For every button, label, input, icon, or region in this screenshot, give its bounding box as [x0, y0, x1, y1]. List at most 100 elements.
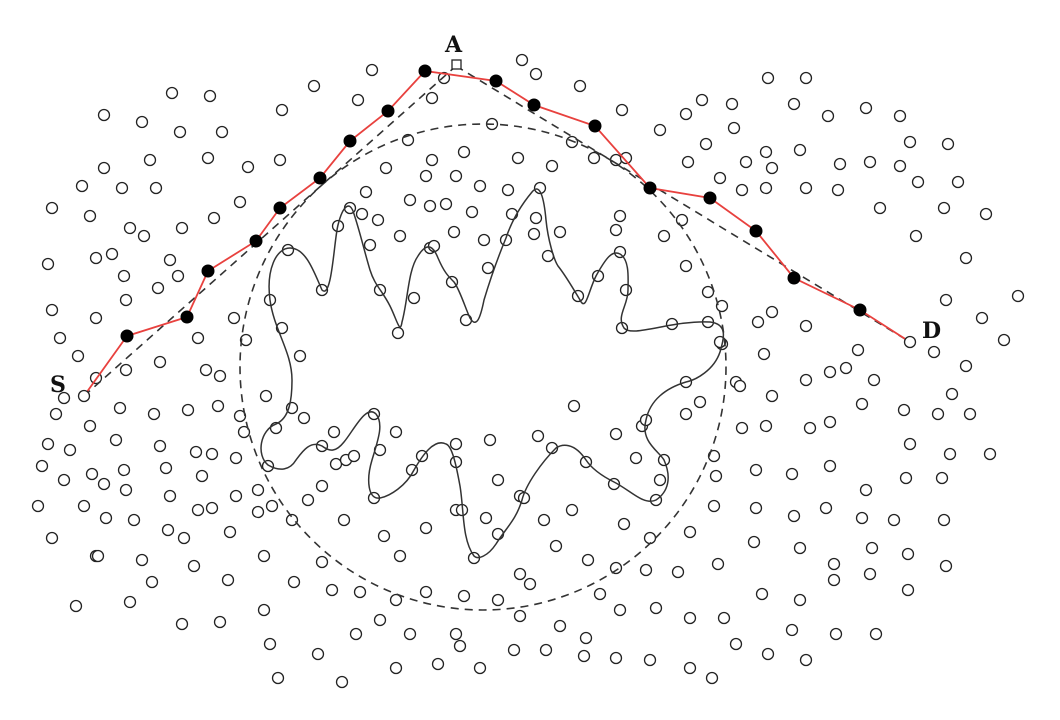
sensor-node	[831, 183, 845, 197]
sensor-node	[351, 93, 365, 107]
sensor-node	[213, 369, 227, 383]
route-node	[853, 303, 867, 317]
sensor-node	[263, 637, 277, 651]
sensor-node	[855, 511, 869, 525]
sensor-node	[959, 251, 973, 265]
source-node	[77, 389, 91, 403]
sensor-node	[793, 593, 807, 607]
sensor-node	[567, 399, 581, 413]
sensor-node	[609, 651, 623, 665]
sensor-node	[491, 593, 505, 607]
void-boundary-node	[613, 245, 627, 259]
sensor-node	[143, 153, 157, 167]
sensor-node	[679, 259, 693, 273]
sensor-node	[931, 407, 945, 421]
sensor-node	[613, 209, 627, 223]
sensor-node	[177, 531, 191, 545]
sensor-node	[57, 473, 71, 487]
sensor-node	[275, 103, 289, 117]
sensor-node	[287, 575, 301, 589]
sensor-node	[151, 281, 165, 295]
void-boundary-node	[261, 459, 275, 473]
route-node	[273, 201, 287, 215]
route-node	[588, 119, 602, 133]
sensor-node	[859, 101, 873, 115]
void-boundary-node	[533, 181, 547, 195]
route-node	[343, 134, 357, 148]
sensor-node	[833, 157, 847, 171]
sensor-node	[619, 151, 633, 165]
sensor-node	[545, 159, 559, 173]
sensor-node	[513, 567, 527, 581]
sensor-node	[979, 207, 993, 221]
sensor-node	[449, 169, 463, 183]
sensor-node	[617, 517, 631, 531]
sensor-node	[529, 67, 543, 81]
sensor-node	[335, 675, 349, 689]
sensor-node	[241, 160, 255, 174]
sensor-node	[511, 151, 525, 165]
sensor-node	[937, 201, 951, 215]
sensor-node	[643, 531, 657, 545]
sensor-node	[389, 593, 403, 607]
sensor-node	[297, 411, 311, 425]
sensor-node	[823, 415, 837, 429]
route-node-layer	[120, 64, 867, 343]
sensor-node	[97, 108, 111, 122]
sensor-node	[419, 169, 433, 183]
sensor-node	[163, 253, 177, 267]
sensor-node	[373, 613, 387, 627]
sensor-node	[513, 609, 527, 623]
sensor-node	[799, 373, 813, 387]
sensor-node	[975, 311, 989, 325]
sensor-node	[109, 433, 123, 447]
sensor-node	[823, 459, 837, 473]
sensor-node	[587, 151, 601, 165]
sensor-node	[149, 181, 163, 195]
sensor-node	[45, 201, 59, 215]
sensor-node	[365, 63, 379, 77]
sensor-node	[163, 489, 177, 503]
sensor-node	[593, 587, 607, 601]
void-boundary-node	[481, 261, 495, 275]
sensor-node	[899, 471, 913, 485]
sensor-node	[761, 71, 775, 85]
sensor-node	[329, 457, 343, 471]
sensor-node	[609, 561, 623, 575]
sensor-node	[945, 387, 959, 401]
sensor-node	[787, 97, 801, 111]
sensor-node	[45, 531, 59, 545]
sensor-node	[523, 577, 537, 591]
sensor-node	[903, 437, 917, 451]
sensor-node	[327, 425, 341, 439]
straight-line-a-d	[455, 65, 911, 343]
void-perimeter-curve	[260, 188, 725, 559]
sensor-node	[35, 459, 49, 473]
sensor-node	[531, 429, 545, 443]
route-node	[249, 234, 263, 248]
sensor-node	[447, 225, 461, 239]
sensor-node	[553, 619, 567, 633]
sensor-node	[371, 213, 385, 227]
sensor-node	[759, 419, 773, 433]
sensor-node	[729, 637, 743, 651]
sensor-node	[951, 175, 965, 189]
sensor-node	[893, 159, 907, 173]
sensor-node	[69, 599, 83, 613]
sensor-node	[259, 389, 273, 403]
sensor-node	[765, 389, 779, 403]
route-node	[489, 74, 503, 88]
route-node	[703, 191, 717, 205]
route-node	[180, 310, 194, 324]
sensor-node	[77, 499, 91, 513]
sensor-node	[683, 661, 697, 675]
sensor-node	[99, 511, 113, 525]
sensor-node	[749, 501, 763, 515]
source-label: S	[50, 372, 66, 398]
sensor-node	[527, 227, 541, 241]
sensor-node	[701, 285, 715, 299]
sensor-node	[237, 425, 251, 439]
destination-label: D	[922, 318, 941, 344]
sensor-node	[679, 407, 693, 421]
sensor-node	[119, 293, 133, 307]
